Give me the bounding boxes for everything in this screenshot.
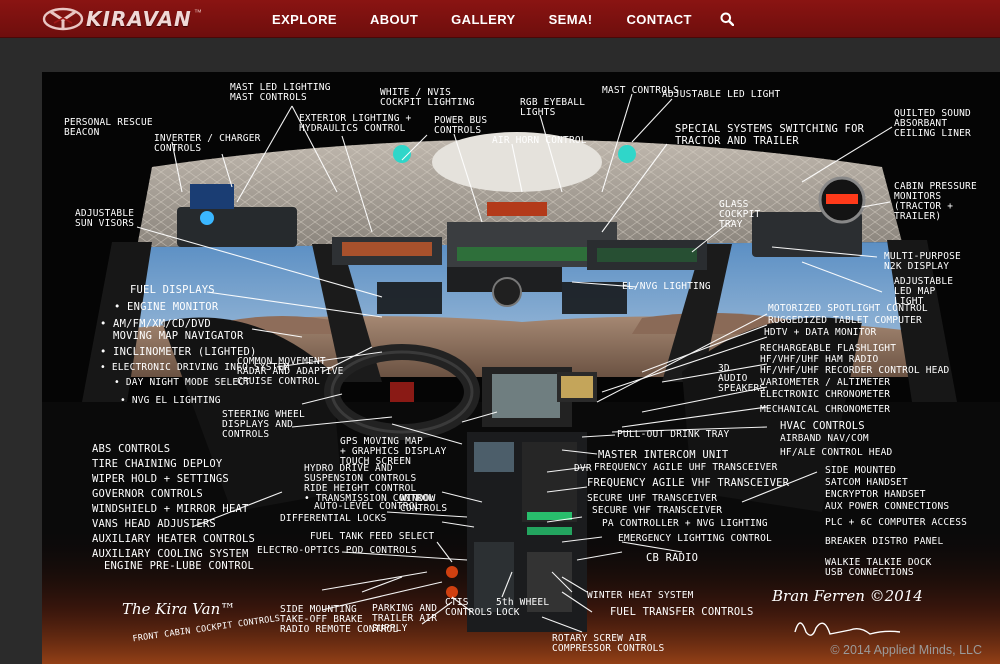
- annotation-quilted-sound: QUILTED SOUND ABSORBANT CEILING LINER: [894, 108, 971, 139]
- signature-scribble-icon: [794, 622, 901, 636]
- annotation-hydro-drive: HYDRO DRIVE AND SUSPENSION CONTROLS RIDE…: [304, 463, 435, 504]
- annotation-engine-monitor: • ENGINE MONITOR: [114, 301, 219, 313]
- annotation-adjustable-map: ADJUSTABLE LED MAP LIGHT: [894, 276, 954, 307]
- brand-name: KIRAVAN: [86, 7, 192, 31]
- annotation-mechanical: MECHANICAL CHRONOMETER: [760, 404, 891, 415]
- annotation-rgb-eyeball: RGB EYEBALL LIGHTS: [520, 97, 586, 118]
- annotation-fuel-tank: FUEL TANK FEED SELECT: [310, 531, 435, 542]
- annotation-secure-uhf: SECURE UHF TRANSCEIVER: [587, 493, 718, 504]
- annotation-hvac: HVAC CONTROLS: [780, 420, 865, 432]
- cockpit-diagram-image: MAST LED LIGHTING MAST CONTROLS WHITE / …: [42, 72, 1000, 664]
- annotation-power-bus: POWER BUS CONTROLS: [434, 115, 488, 136]
- annotation-electro-optics: ELECTRO-OPTICS POD CONTROLS: [257, 545, 417, 556]
- annotation-chronometer: ELECTRONIC CHRONOMETER: [760, 389, 891, 400]
- annotation-motorized: MOTORIZED SPOTLIGHT CONTROL: [768, 303, 928, 314]
- annotation-nvg-el: • NVG EL LIGHTING: [120, 395, 221, 406]
- kiravan-logo-icon: [42, 7, 84, 31]
- annotation-inverter: INVERTER / CHARGER CONTROLS: [154, 133, 261, 154]
- annotation-fuel-transfer: FUEL TRANSFER CONTROLS: [610, 606, 754, 618]
- annotation-am-fm: • AM/FM/XM/CD/DVD MOVING MAP NAVIGATOR: [100, 318, 244, 342]
- annotation-gps-moving: GPS MOVING MAP + GRAPHICS DISPLAY TOUCH …: [340, 436, 447, 467]
- annotation-fuel-displays: FUEL DISPLAYS: [130, 284, 215, 296]
- annotation-dvr: DVR: [574, 463, 592, 474]
- annotation-breaker: BREAKER DISTRO PANEL: [825, 536, 944, 547]
- annotation-adjustable-led: ADJUSTABLE LED LIGHT: [662, 89, 781, 100]
- annotation-multi-purpose: MULTI-PURPOSE N2K DISPLAY: [884, 251, 961, 272]
- annotation-exterior-lighting: EXTERIOR LIGHTING + HYDRAULICS CONTROL: [299, 113, 412, 134]
- annotation-secure-vhf: SECURE VHF TRANSCEIVER: [592, 505, 723, 516]
- annotation-mast-controls: MAST CONTROLS: [602, 85, 679, 96]
- annotation-abs-controls: ABS CONTROLS TIRE CHAINING DEPLOY WIPER …: [92, 443, 256, 560]
- annotation-walkie: WALKIE TALKIE DOCK USB CONNECTIONS: [825, 557, 932, 578]
- annotation-glass-cockpit: GLASS COCKPIT TRAY: [719, 199, 761, 230]
- signature: Bran Ferren ©2014: [772, 587, 923, 605]
- nav-about[interactable]: ABOUT: [369, 11, 419, 27]
- annotation-hf-vhf: HF/VHF/UHF HAM RADIO: [760, 354, 879, 365]
- annotation-hdtv: HDTV + DATA MONITOR: [764, 327, 877, 338]
- annotation-rechargeable: RECHARGEABLE FLASHLIGHT: [760, 343, 897, 354]
- annotation-cabin-pressure: CABIN PRESSURE MONITORS (TRACTOR + TRAIL…: [894, 181, 977, 222]
- annotation-side-mounted: SIDE MOUNTED SATCOM HANDSET ENCRYPTOR HA…: [825, 465, 950, 512]
- main-nav: EXPLORE ABOUT GALLERY SEMA! CONTACT: [272, 0, 734, 38]
- annotation-mast-led: MAST LED LIGHTING MAST CONTROLS: [230, 82, 331, 103]
- annotation-freq-agile-uhf: FREQUENCY AGILE UHF TRANSCEIVER: [594, 462, 778, 473]
- annotation-el-nvg: EL/NVG LIGHTING: [622, 281, 711, 292]
- cockpit-illustration: [42, 72, 1000, 664]
- annotation-winter-heat: WINTER HEAT SYSTEM: [587, 590, 694, 601]
- annotation-hf-ale: HF/ALE CONTROL HEAD: [780, 447, 893, 458]
- kiravan-logo[interactable]: KIRAVAN ™: [42, 6, 202, 32]
- brand-trademark: ™: [193, 7, 202, 17]
- annotation-adjustable-sun: ADJUSTABLE SUN VISORS: [75, 208, 135, 229]
- caption-title: The Kira Van™: [122, 600, 236, 618]
- annotation-side-mounting: SIDE MOUNTING TAKE-OFF BRAKE RADIO REMOT…: [280, 604, 399, 635]
- annotation-special-systems: SPECIAL SYSTEMS SWITCHING FOR TRACTOR AN…: [675, 123, 865, 147]
- annotation-ruggedized: RUGGEDIZED TABLET COMPUTER: [768, 315, 922, 326]
- nav-contact[interactable]: CONTACT: [626, 11, 692, 27]
- annotation-fifth-wheel: 5th WHEEL LOCK: [496, 597, 550, 618]
- annotation-recorder: HF/VHF/UHF RECORDER CONTROL HEAD: [760, 365, 950, 376]
- annotation-air-horn: AIR HORN CONTROL: [492, 135, 587, 146]
- copyright: © 2014 Applied Minds, LLC: [830, 643, 982, 657]
- nav-gallery[interactable]: GALLERY: [451, 11, 516, 27]
- annotation-common-movement: COMMON MOVEMENT RADAR AND ADAPTIVE CRUIS…: [237, 356, 344, 387]
- nav-sema[interactable]: SEMA!: [548, 11, 593, 27]
- annotation-parking: PARKING AND TRAILER AIR SUPPLY: [372, 603, 438, 634]
- annotation-inclinometer: • INCLINOMETER (LIGHTED): [100, 346, 257, 358]
- annotation-master-intercom: MASTER INTERCOM UNIT: [598, 449, 729, 461]
- annotation-white-nvis: WHITE / NVIS COCKPIT LIGHTING: [380, 87, 475, 108]
- annotation-plc: PLC + 6C COMPUTER ACCESS: [825, 517, 968, 528]
- site-header: KIRAVAN ™ EXPLORE ABOUT GALLERY SEMA! CO…: [0, 0, 1000, 38]
- annotation-variometer: VARIOMETER / ALTIMETER: [760, 377, 891, 388]
- annotation-steering-wheel: STEERING WHEEL DISPLAYS AND CONTROLS: [222, 409, 305, 440]
- annotation-freq-agile-vhf: FREQUENCY AGILE VHF TRANSCEIVER: [587, 477, 790, 489]
- annotation-window-controls: WINDOW CONTROLS: [400, 493, 448, 514]
- annotation-cb-radio: CB RADIO: [646, 552, 699, 564]
- annotation-personal-rescue: PERSONAL RESCUE BEACON: [64, 117, 153, 138]
- annotation-electronic-driving: • ELECTRONIC DRIVING INFO SYSTEM: [100, 362, 290, 373]
- annotation-pull-out: PULL-OUT DRINK TRAY: [617, 429, 730, 440]
- annotation-rotary: ROTARY SCREW AIR COMPRESSOR CONTROLS: [552, 633, 665, 654]
- annotation-emergency: EMERGENCY LIGHTING CONTROL: [618, 533, 772, 544]
- annotation-airband: AIRBAND NAV/COM: [780, 433, 869, 444]
- annotation-engine-prelube: ENGINE PRE-LUBE CONTROL: [104, 560, 254, 572]
- nav-explore[interactable]: EXPLORE: [272, 11, 337, 27]
- annotation-pa-controller: PA CONTROLLER + NVG LIGHTING: [602, 518, 768, 529]
- annotation-audio-speakers: 3D AUDIO SPEAKERS: [718, 363, 766, 394]
- annotation-auto-level: AUTO-LEVEL CONTROL: [314, 501, 421, 512]
- search-icon[interactable]: [720, 12, 734, 26]
- annotation-day-night: • DAY NIGHT MODE SELECT: [114, 377, 251, 388]
- annotation-ctis: CTIS CONTROLS: [445, 597, 493, 618]
- annotation-differential: DIFFERENTIAL LOCKS: [280, 513, 387, 524]
